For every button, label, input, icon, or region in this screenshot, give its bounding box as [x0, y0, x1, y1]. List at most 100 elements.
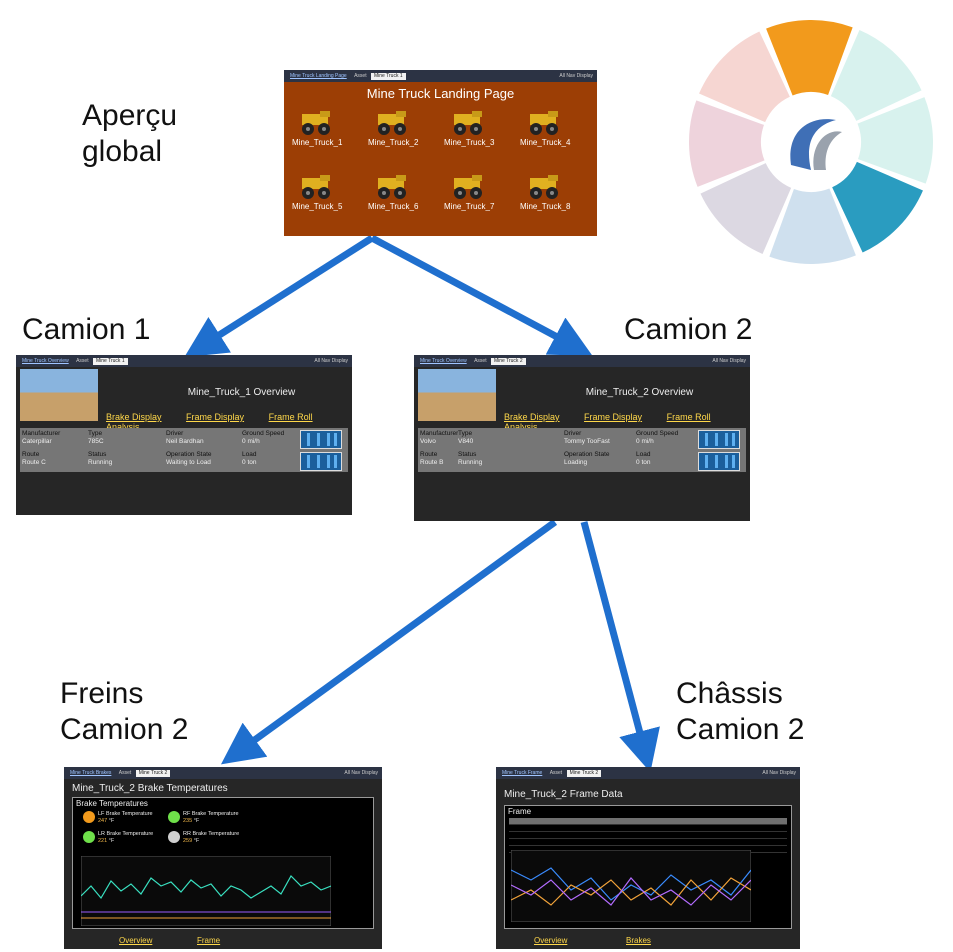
label-camion1: Camion 1 [22, 313, 151, 346]
asset-label: Asset [549, 770, 563, 776]
label-freins: Freins Camion 2 [60, 677, 189, 746]
logo-segment [830, 30, 922, 121]
truck-tile[interactable]: Mine_Truck_5 [292, 174, 342, 218]
truck-name: Mine_Truck_4 [520, 138, 571, 147]
asset-label: Asset [474, 358, 487, 364]
status-dot-icon [83, 811, 95, 823]
label-chassis: Châssis Camion 2 [676, 677, 805, 746]
brake-display-link[interactable]: Brake Display [106, 412, 162, 422]
nav-display-button[interactable]: All Nav Display [712, 358, 746, 364]
status-dot-icon [83, 831, 95, 843]
toolbar-link[interactable]: Mine Truck Overview [22, 358, 69, 364]
mine-truck-icon [378, 111, 406, 135]
asset-select[interactable]: Mine Truck 1 [92, 358, 128, 365]
truck-name: Mine_Truck_8 [520, 202, 571, 211]
status-dot-icon [168, 831, 180, 843]
load-gauge [698, 452, 740, 471]
landing-page-screen: Mine Truck Landing Page Asset Mine Truck… [284, 70, 597, 236]
brake-display-link[interactable]: Brake Display [504, 412, 560, 422]
logo-segment [832, 161, 923, 253]
overview-title: Mine_Truck_2 Overview [585, 387, 694, 398]
brakes-link[interactable]: Brakes [626, 936, 651, 945]
trend-line-3 [511, 877, 751, 906]
asset-label: Asset [354, 73, 367, 79]
label-camion2: Camion 2 [624, 313, 753, 346]
status-dot-icon [168, 811, 180, 823]
overview-link[interactable]: Overview [119, 936, 153, 945]
frame-display-link[interactable]: Frame Display [584, 412, 643, 422]
speed-gauge [698, 430, 740, 449]
nav-links: Brake Display Frame Display Frame Roll A… [106, 412, 352, 432]
toolbar-link[interactable]: Mine Truck Landing Page [290, 73, 347, 79]
truck-tile[interactable]: Mine_Truck_4 [520, 110, 570, 154]
panel-title: Frame [508, 807, 532, 816]
truck-tile[interactable]: Mine_Truck_7 [444, 174, 494, 218]
frame-roll-link[interactable]: Frame Roll Analysis [106, 412, 313, 432]
frame-panel: Frame [504, 805, 792, 929]
frame-title: Mine_Truck_2 Frame Data [504, 789, 623, 800]
truck-tile[interactable]: Mine_Truck_3 [444, 110, 494, 154]
overview-truck1-screen: Mine Truck Overview Asset Mine Truck 1 A… [16, 355, 352, 515]
frame-screen: Mine Truck Frame Asset Mine Truck 2 All … [496, 767, 800, 949]
truck-photo [418, 369, 496, 421]
frame-display-link[interactable]: Frame Display [186, 412, 245, 422]
logo-segment [769, 188, 856, 264]
truck-tile[interactable]: Mine_Truck_1 [292, 110, 342, 154]
truck-tile[interactable]: Mine_Truck_2 [368, 110, 418, 154]
frame-trend-chart [511, 850, 751, 922]
toolbar-link[interactable]: Mine Truck Overview [420, 358, 467, 364]
frame-table [509, 818, 787, 853]
arrow-camion2-to-freins [221, 519, 558, 765]
trend-line-1 [511, 867, 751, 901]
nav-display-button[interactable]: All Nav Display [314, 358, 348, 364]
mine-truck-icon [454, 111, 482, 135]
toolbar-link[interactable]: Mine Truck Frame [502, 770, 543, 776]
toolbar-link[interactable]: Mine Truck Brakes [70, 770, 112, 776]
overview-link[interactable]: Overview [534, 936, 568, 945]
brakes-screen: Mine Truck Brakes Asset Mine Truck 2 All… [64, 767, 382, 949]
frame-link[interactable]: Frame [197, 936, 221, 945]
nav-links: Brake Display Frame Display Frame Roll A… [504, 412, 750, 432]
brakes-title: Mine_Truck_2 Brake Temperatures [72, 783, 228, 794]
asset-select[interactable]: Mine Truck 2 [135, 770, 171, 777]
trend-line-lf [81, 875, 331, 900]
nav-display-button[interactable]: All Nav Display [559, 73, 593, 79]
overview-title: Mine_Truck_1 Overview [187, 387, 296, 398]
truck-tile[interactable]: Mine_Truck_6 [368, 174, 418, 218]
arrow-landing-to-camion2 [370, 234, 593, 356]
logo-segment [699, 31, 790, 123]
truck-name: Mine_Truck_7 [444, 202, 495, 211]
asset-label: Asset [76, 358, 89, 364]
truck-photo [20, 369, 98, 421]
rh-swirl-logo-icon [790, 119, 836, 170]
nav-display-button[interactable]: All Nav Display [762, 770, 796, 776]
asset-select[interactable]: Mine Truck 2 [490, 358, 526, 365]
asset-select[interactable]: Mine Truck 1 [371, 73, 406, 80]
asset-select[interactable]: Mine Truck 2 [566, 770, 602, 777]
truck-name: Mine_Truck_6 [368, 202, 419, 211]
truck-tile[interactable]: Mine_Truck_8 [520, 174, 570, 218]
nav-display-button[interactable]: All Nav Display [344, 770, 378, 776]
mine-truck-icon [302, 175, 330, 199]
frame-roll-link[interactable]: Frame Roll Analysis [504, 412, 711, 432]
panel-title: Brake Temperatures [76, 799, 148, 808]
